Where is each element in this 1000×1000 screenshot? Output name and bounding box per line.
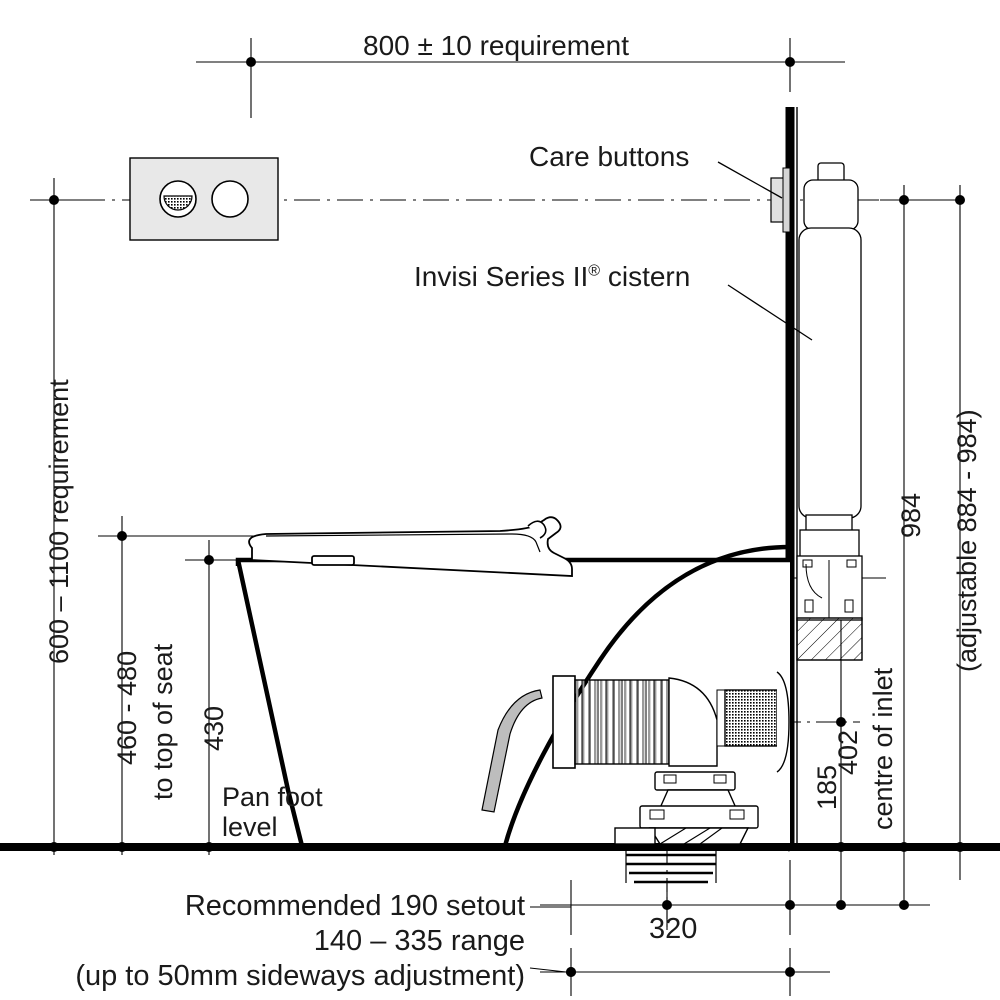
label-care-buttons: Care buttons (529, 141, 690, 172)
dim-800-top (196, 38, 845, 118)
label-430: 430 (199, 705, 229, 751)
label-460-480: 460 - 480 (112, 650, 142, 765)
leader-care-buttons (717, 161, 783, 199)
label-cistern-name: Invisi Series II (414, 261, 589, 292)
wall-actuator (770, 167, 791, 233)
label-600-1100: 600 – 1100 requirement (44, 379, 74, 664)
waste-outlet-assembly (614, 771, 759, 884)
flush-plate[interactable] (129, 157, 279, 241)
label-pan-foot-line1: Pan foot (222, 782, 323, 812)
dim-row-190-setout (540, 860, 930, 935)
label-cistern-tail: cistern (600, 261, 691, 292)
label-top-dimension: 800 ± 10 requirement (363, 30, 629, 61)
invisi-cistern (796, 162, 863, 661)
pan-rear-curve (502, 544, 791, 847)
label-984: 984 (896, 492, 926, 538)
label-190-setout: Recommended 190 setout (184, 890, 525, 922)
label-185: 185 (812, 764, 842, 810)
dim-row-320 (540, 948, 830, 996)
label-adjustable-range: (adjustable 884 - 984) (952, 409, 982, 672)
pan-connector-assembly (481, 671, 790, 813)
flexible-hose (481, 689, 543, 813)
label-140-335-range: 140 – 335 range (313, 925, 525, 957)
dim-185 (836, 700, 846, 760)
label-pan-foot-line2: level (222, 812, 278, 843)
full-flush-button (211, 180, 249, 218)
inlet-seal (724, 689, 778, 747)
label-to-top-of-seat: to top of seat (148, 643, 178, 800)
label-320: 320 (649, 913, 698, 945)
leader-sideways-adjust (529, 967, 567, 973)
half-flush-glyph (163, 195, 193, 211)
registered-mark: ® (588, 262, 601, 280)
label-cistern: Invisi Series II® cistern (414, 261, 690, 292)
leader-cistern (727, 284, 813, 341)
label-pan-foot-level: Pan foot level (222, 782, 323, 842)
leader-lines (717, 161, 813, 341)
cistern-base-block (796, 617, 863, 661)
toilet-pan (235, 544, 791, 847)
label-centre-of-inlet: centre of inlet (868, 667, 898, 830)
label-sideways-adjustment: (up to 50mm sideways adjustment) (75, 960, 525, 992)
waste-pipe-below-floor (626, 853, 716, 884)
toilet-seat (248, 516, 573, 577)
seat-buffer (311, 555, 355, 566)
